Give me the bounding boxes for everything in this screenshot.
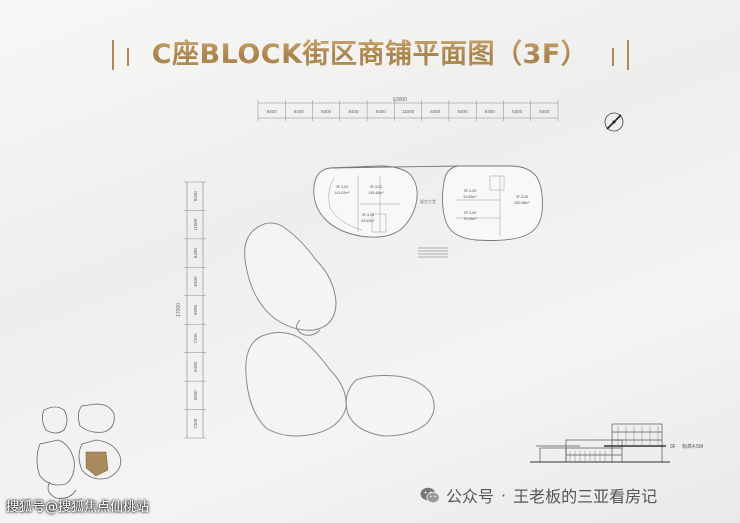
- shop-id: 3F-3-02: [370, 185, 383, 189]
- left-dim-label: 11000: [193, 218, 198, 231]
- wechat-separator: ·: [501, 485, 507, 505]
- top-dimension-line: [258, 102, 558, 119]
- shop-id: 3F-3-06: [516, 195, 529, 199]
- section-elevation-label: 标高4.5M: [682, 443, 703, 450]
- section-floor-label: 3F: [670, 444, 676, 450]
- left-dim-label: 7200: [193, 333, 198, 344]
- shop-area: 143.02m²: [334, 191, 350, 195]
- key-plan-highlight: [85, 451, 109, 477]
- shop-id: 3F-3-03: [362, 213, 375, 217]
- left-dim-label: 9600: [193, 304, 198, 315]
- upper-inner-lines: [328, 175, 505, 236]
- shop-area: 145.48m²: [368, 191, 384, 195]
- title-right-bar-outer: [627, 40, 629, 70]
- top-dim-label: 8400: [539, 109, 550, 114]
- left-dim-label: 6600: [193, 390, 198, 401]
- top-dim-label: 8400: [321, 109, 332, 114]
- shop-id: 3F-3-04: [336, 185, 349, 189]
- title-right-bar-inner: [612, 48, 614, 66]
- atrium-label: 架空大堂: [420, 198, 436, 204]
- building-upper: [313, 165, 543, 241]
- shop-labels: 3F-3-04 143.02m² 3F-3-02 145.48m² 3F-3-03 83.…: [334, 185, 530, 223]
- left-dim-label: 8400: [193, 248, 198, 259]
- shop-area: 83.62m²: [361, 219, 375, 223]
- watermark-wechat: 公众号 · 王老板的三亚看房记: [420, 484, 657, 506]
- key-plan: [36, 403, 122, 499]
- top-dim-label: 8400: [294, 109, 305, 114]
- left-dim-label: 7200: [193, 418, 198, 429]
- top-total-dim: 63000: [393, 97, 407, 103]
- left-total-dim: 17000: [176, 303, 182, 317]
- top-dim-label: 8400: [348, 109, 359, 114]
- title-left-bar-inner: [127, 48, 129, 66]
- top-dim-label: 6300: [512, 109, 523, 114]
- shop-id: 3F-3-05: [464, 189, 477, 193]
- shop-id: 3F-3-06: [464, 211, 477, 215]
- wechat-account: 王老板的三亚看房记: [513, 487, 658, 506]
- top-dimension-ticks: 8400 8400 8400 8400 8400 11000 8400 8400 8400 630…: [257, 100, 559, 121]
- watermark-sohu: 搜狐号@搜狐焦点仙桃站: [6, 500, 150, 515]
- shop-area: 91.85m²: [463, 195, 477, 199]
- fine-print: [190, 446, 520, 456]
- wechat-brand: 公众号: [446, 487, 495, 506]
- top-dim-label: 11000: [402, 109, 415, 114]
- title-row: C座BLOCK街区商铺平面图（3F）: [0, 30, 740, 80]
- left-dimension-ticks: 8400 11000 8400 8400 9600 7200 8400 6600 7200: [184, 181, 206, 439]
- top-dim-label: 8400: [267, 109, 278, 114]
- podium-shapes: [244, 222, 435, 437]
- top-dim-label: 8400: [430, 109, 441, 114]
- left-dim-label: 8400: [193, 191, 198, 202]
- left-dim-label: 8400: [193, 276, 198, 287]
- shop-area: 75.05m²: [463, 217, 477, 221]
- title-left-bar-outer: [112, 40, 114, 70]
- shop-area: 282.58m²: [514, 201, 530, 205]
- north-arrow-icon: [604, 112, 624, 132]
- top-dim-label: 8400: [485, 109, 496, 114]
- page-title: C座BLOCK街区商铺平面图（3F）: [152, 30, 589, 80]
- top-dim-label: 8400: [376, 109, 387, 114]
- left-dimension-line: [186, 182, 204, 438]
- wechat-icon: [420, 487, 440, 504]
- left-dim-label: 8400: [193, 361, 198, 372]
- top-dim-label: 8400: [458, 109, 469, 114]
- section-hatch: [569, 426, 659, 462]
- entrance-stairs: [418, 247, 448, 258]
